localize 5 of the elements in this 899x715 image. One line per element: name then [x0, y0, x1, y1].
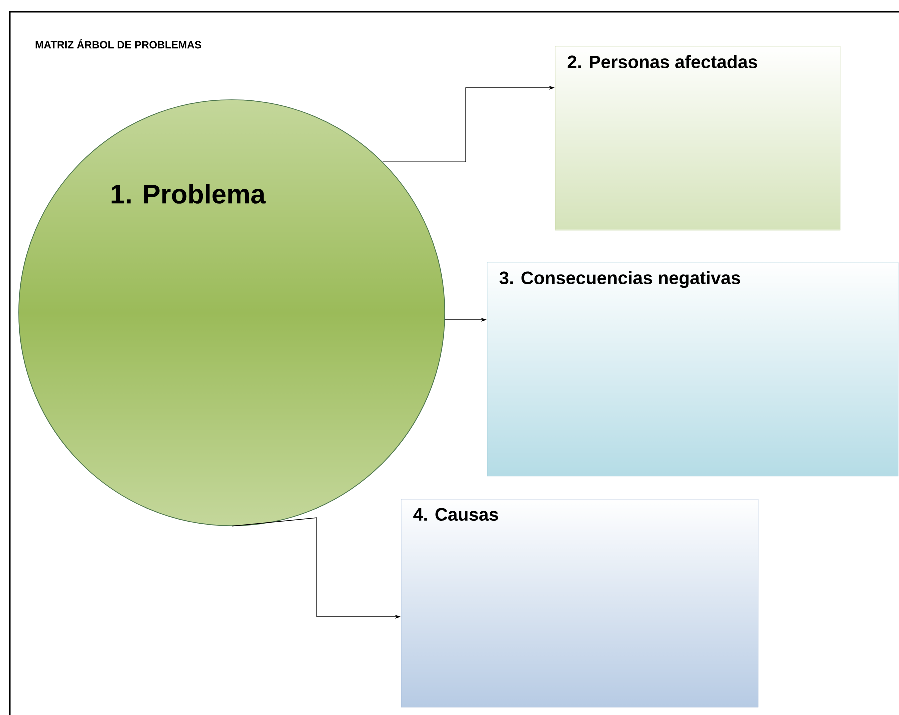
title: MATRIZ ÁRBOL DE PROBLEMAS	[36, 39, 202, 49]
content-box: 3. Consecuencias negativas	[487, 262, 899, 477]
circle-heading: 1. Problema	[112, 184, 266, 204]
content-box: 4. Causas	[401, 499, 759, 708]
content-box: 2. Personas afectadas	[555, 46, 841, 231]
